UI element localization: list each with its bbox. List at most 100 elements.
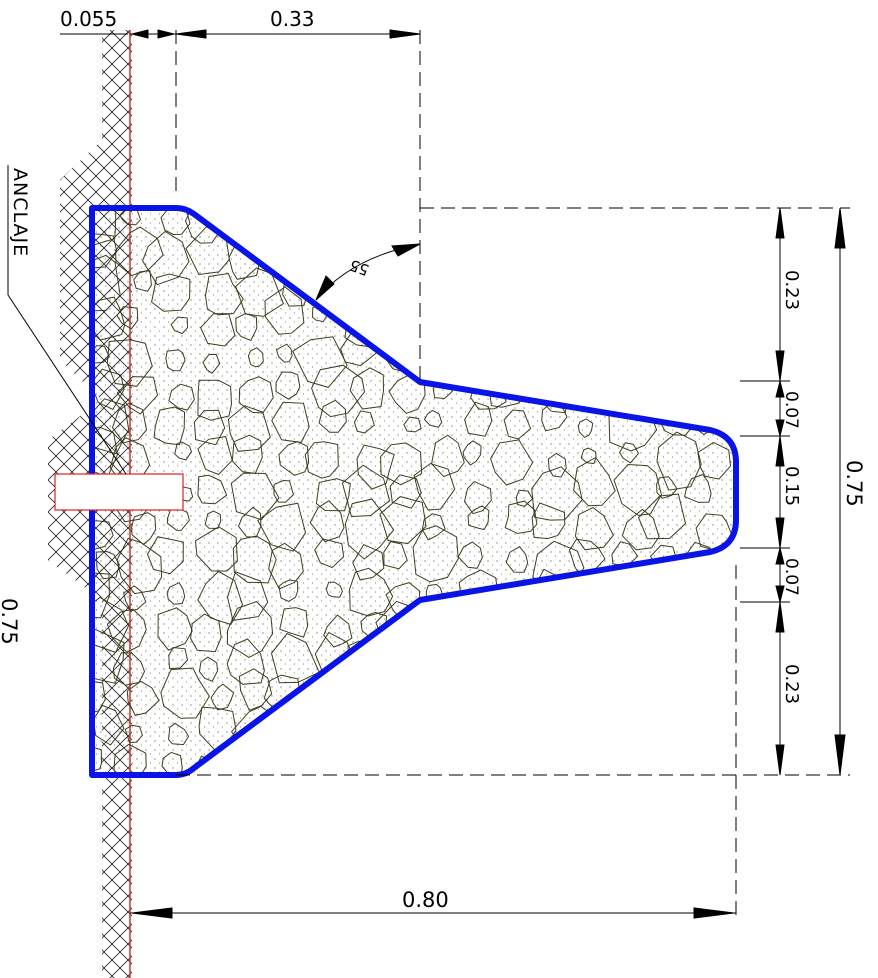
stone — [194, 526, 238, 572]
total-height-right-label: 0.75 — [842, 460, 866, 507]
stone — [278, 579, 299, 602]
stone — [264, 286, 305, 335]
stone — [650, 572, 683, 608]
stone — [309, 500, 345, 543]
top-width-label: 0.33 — [270, 7, 315, 31]
stone — [593, 208, 613, 227]
stone — [226, 600, 274, 658]
stone — [116, 376, 159, 415]
stone — [578, 352, 595, 373]
stone — [433, 640, 456, 668]
stone — [200, 313, 236, 347]
stone — [323, 614, 353, 648]
stone — [197, 436, 233, 476]
stone — [311, 732, 349, 775]
stone — [691, 300, 723, 330]
stone — [625, 348, 645, 364]
stone — [456, 223, 500, 269]
stone — [570, 572, 606, 613]
stone — [247, 347, 264, 368]
stone — [197, 570, 244, 626]
lower-height-label: 0.23 — [781, 664, 802, 704]
stone — [426, 612, 470, 655]
stone — [538, 676, 569, 707]
stone — [485, 224, 530, 278]
stone — [92, 368, 125, 411]
stone — [647, 610, 677, 646]
stone — [352, 543, 385, 581]
stone — [468, 343, 488, 363]
stone — [304, 677, 349, 721]
stone — [312, 235, 340, 264]
total-height-dimension — [834, 207, 846, 776]
stone — [131, 512, 157, 545]
stone — [420, 231, 450, 263]
stone — [270, 632, 320, 684]
stone — [654, 711, 680, 735]
stone — [626, 670, 655, 702]
stone — [505, 546, 529, 573]
stone — [514, 683, 533, 704]
stone — [486, 265, 533, 309]
stone — [151, 273, 191, 312]
stone — [386, 674, 437, 733]
stone — [133, 270, 152, 292]
stone — [423, 712, 457, 745]
stone — [315, 478, 351, 512]
stone — [391, 697, 440, 748]
stone — [264, 742, 311, 775]
stone — [170, 316, 189, 335]
stone — [228, 208, 277, 248]
stone — [106, 608, 147, 653]
stone — [279, 607, 309, 638]
stone — [532, 329, 584, 386]
stone — [384, 288, 433, 344]
total-height-left-label: 0.75 — [0, 598, 21, 645]
stone — [226, 638, 265, 685]
stone — [657, 301, 686, 329]
anchor-leader — [7, 165, 127, 475]
stone — [463, 481, 492, 515]
stone — [648, 371, 682, 407]
stone — [675, 565, 723, 618]
stone — [278, 441, 310, 476]
stone — [380, 442, 423, 486]
stone — [153, 406, 186, 446]
stone — [423, 208, 466, 243]
stone — [567, 599, 622, 655]
stone — [502, 758, 522, 775]
stone — [235, 312, 258, 342]
stone — [468, 710, 489, 735]
stone — [198, 656, 219, 682]
stone — [581, 693, 600, 710]
stone — [573, 646, 601, 680]
stone — [503, 617, 528, 646]
extension-lines — [60, 30, 850, 920]
stone — [92, 296, 126, 341]
stone — [391, 648, 425, 686]
stone — [535, 208, 562, 231]
stone — [645, 671, 691, 719]
stone — [649, 267, 692, 309]
stone — [384, 208, 428, 242]
stone — [590, 304, 611, 329]
stone — [303, 707, 355, 762]
total-width-label: 0.80 — [402, 888, 449, 912]
stone — [507, 208, 545, 254]
stone — [573, 285, 596, 307]
stone — [161, 751, 183, 775]
stone — [95, 550, 120, 580]
stone — [341, 464, 391, 518]
stone — [613, 303, 636, 328]
stone — [389, 474, 422, 509]
stone — [698, 243, 716, 264]
stone — [92, 628, 125, 684]
anchor-box — [54, 473, 184, 511]
stone — [577, 418, 594, 438]
stone — [157, 607, 193, 651]
stone — [621, 508, 660, 551]
stone — [314, 208, 348, 234]
stone — [202, 353, 221, 374]
stone — [165, 349, 186, 372]
stone — [268, 542, 304, 590]
